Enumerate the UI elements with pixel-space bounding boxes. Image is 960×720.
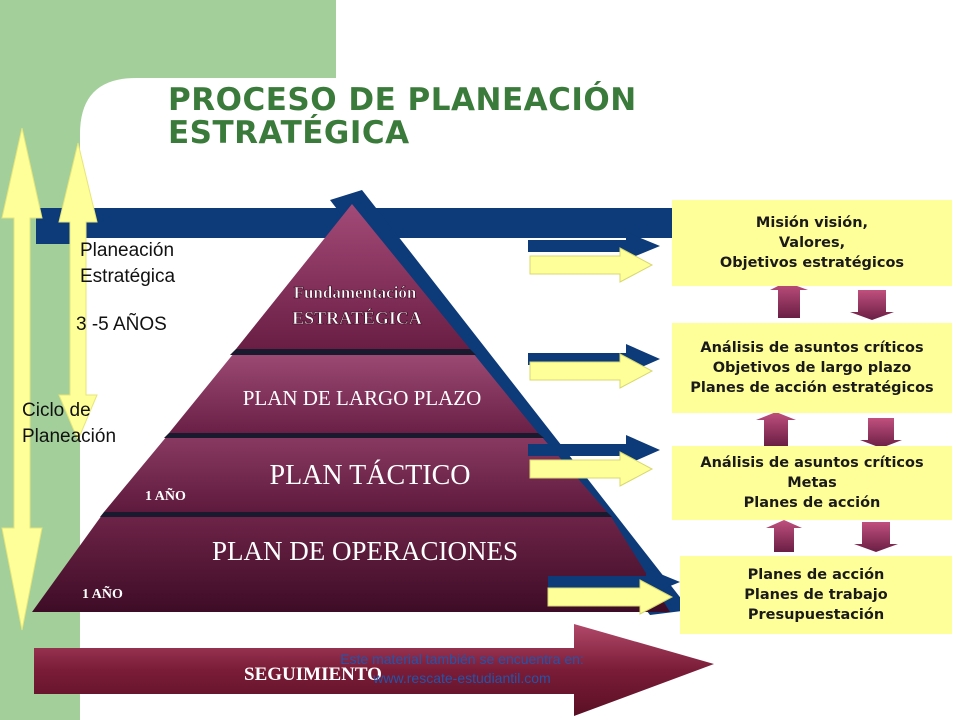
anos-label: 3 -5 AÑOS — [76, 314, 167, 335]
yellow-arrow-4 — [547, 579, 674, 615]
pyramid-tier-largo-plazo — [169, 353, 538, 433]
seguimiento-label: SEGUIMIENTO — [244, 664, 382, 685]
box-largo-plazo-line2: Objetivos de largo plazo — [712, 360, 912, 376]
tier4-note: 1 AÑO — [82, 584, 123, 602]
tier3-note: 1 AÑO — [145, 486, 186, 504]
box-mision: Misión visión, Valores, Objetivos estrat… — [672, 200, 952, 286]
box-largo-plazo-line1: Análisis de asuntos críticos — [700, 340, 924, 356]
navy-arrow-1 — [528, 232, 660, 260]
box-operaciones-line1: Planes de acción — [747, 567, 885, 583]
up-arrow-2 — [756, 412, 796, 446]
pyramid-separator-3 — [100, 512, 612, 517]
planeacion-line1: Planeación — [80, 240, 175, 261]
ciclo-line2: Planeación — [22, 426, 117, 447]
page-title: PROCESO DE PLANEACIÓN ESTRATÉGICA — [168, 82, 637, 151]
box-mision-line2: Valores, — [778, 235, 846, 251]
box-mision-line1: Misión visión, — [755, 215, 869, 231]
tier4-label: PLAN DE OPERACIONES — [212, 536, 518, 566]
box-tactico-line3: Planes de acción — [743, 495, 881, 511]
down-arrow-2 — [860, 418, 902, 448]
ciclo-double-arrow — [1, 127, 43, 631]
box-tactico-line1: Análisis de asuntos críticos — [700, 455, 924, 471]
navy-band-notch — [36, 238, 46, 244]
box-largo-plazo: Análisis de asuntos críticos Objetivos d… — [672, 323, 952, 413]
green-side-panel — [0, 0, 336, 720]
tier2-label: PLAN DE LARGO PLAZO — [243, 386, 482, 410]
yellow-arrow-1 — [529, 247, 654, 283]
navy-arrow-3 — [528, 435, 660, 465]
watermark-link[interactable]: Este material también se encuentra en: w… — [340, 651, 584, 686]
pyramid-tier-operaciones — [32, 515, 670, 612]
planeacion-double-arrow — [58, 142, 98, 442]
box-largo-plazo-line3: Planes de acción estratégicos — [690, 380, 934, 396]
seguimiento-arrow — [34, 624, 714, 716]
pyramid-tier-fundamentacion — [236, 204, 470, 349]
up-arrow-1 — [770, 282, 808, 318]
yellow-arrow-2 — [529, 353, 654, 389]
yellow-arrow-3 — [529, 451, 654, 487]
pyramid-separator-2 — [164, 433, 544, 438]
down-arrow-1 — [850, 290, 894, 320]
tier3-label: PLAN TÁCTICO — [270, 460, 471, 491]
box-operaciones-line3: Presupuestación — [747, 607, 885, 623]
box-operaciones: Planes de acción Planes de trabajo Presu… — [680, 556, 952, 634]
pyramid-tier-tactico — [104, 436, 607, 512]
planeacion-label: Planeación Estratégica — [80, 238, 175, 290]
tier1-line2: ESTRATÉGICA — [292, 307, 422, 328]
ciclo-label: Ciclo de Planeación — [22, 398, 116, 450]
down-arrow-3 — [854, 522, 898, 552]
box-tactico-line2: Metas — [787, 475, 837, 491]
planeacion-line2: Estratégica — [80, 266, 176, 287]
up-arrow-3 — [766, 520, 802, 552]
box-mision-line3: Objetivos estratégicos — [719, 255, 905, 271]
box-operaciones-line2: Planes de trabajo — [744, 587, 888, 603]
tier1-line1: Fundamentación — [294, 283, 417, 302]
ciclo-line1: Ciclo de — [22, 400, 91, 421]
box-tactico: Análisis de asuntos críticos Metas Plane… — [672, 446, 952, 520]
pyramid-separator-1 — [230, 349, 476, 355]
